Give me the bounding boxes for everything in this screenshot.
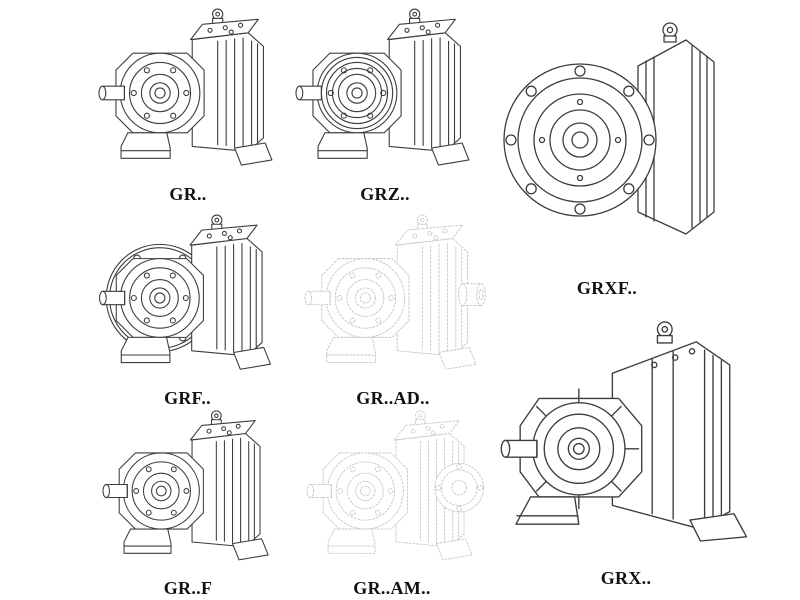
gr-ad-technical-drawing (288, 210, 498, 386)
figure-label-gr-f: GR..F (163, 578, 213, 598)
gr-f-technical-drawing (88, 406, 288, 576)
figure-label-grx: GRX.. (600, 568, 652, 588)
figure-gr: GR.. (88, 4, 288, 206)
gr-technical-drawing (88, 4, 288, 182)
figure-label-gr: GR.. (169, 184, 207, 204)
gr-am-technical-drawing (288, 406, 496, 576)
figure-gr-ad: GR..AD.. (288, 210, 498, 410)
figure-label-gr-ad: GR..AD.. (356, 388, 430, 408)
grf-technical-drawing (85, 210, 290, 386)
figure-grx: GRX.. (495, 298, 757, 590)
grz-technical-drawing (285, 4, 485, 182)
figure-label-grxf: GRXF.. (576, 278, 638, 298)
grx-technical-drawing (495, 298, 757, 566)
figure-label-grf: GRF.. (164, 388, 211, 408)
grxf-technical-drawing (492, 0, 722, 276)
figure-gr-am: GR..AM.. (288, 406, 496, 600)
figure-label-grz: GRZ.. (360, 184, 410, 204)
figure-grxf: GRXF.. (492, 0, 722, 300)
figure-gr-f: GR..F (88, 406, 288, 600)
figure-grz: GRZ.. (285, 4, 485, 206)
figure-label-gr-am: GR..AM.. (353, 578, 431, 598)
figure-grf: GRF.. (85, 210, 290, 410)
